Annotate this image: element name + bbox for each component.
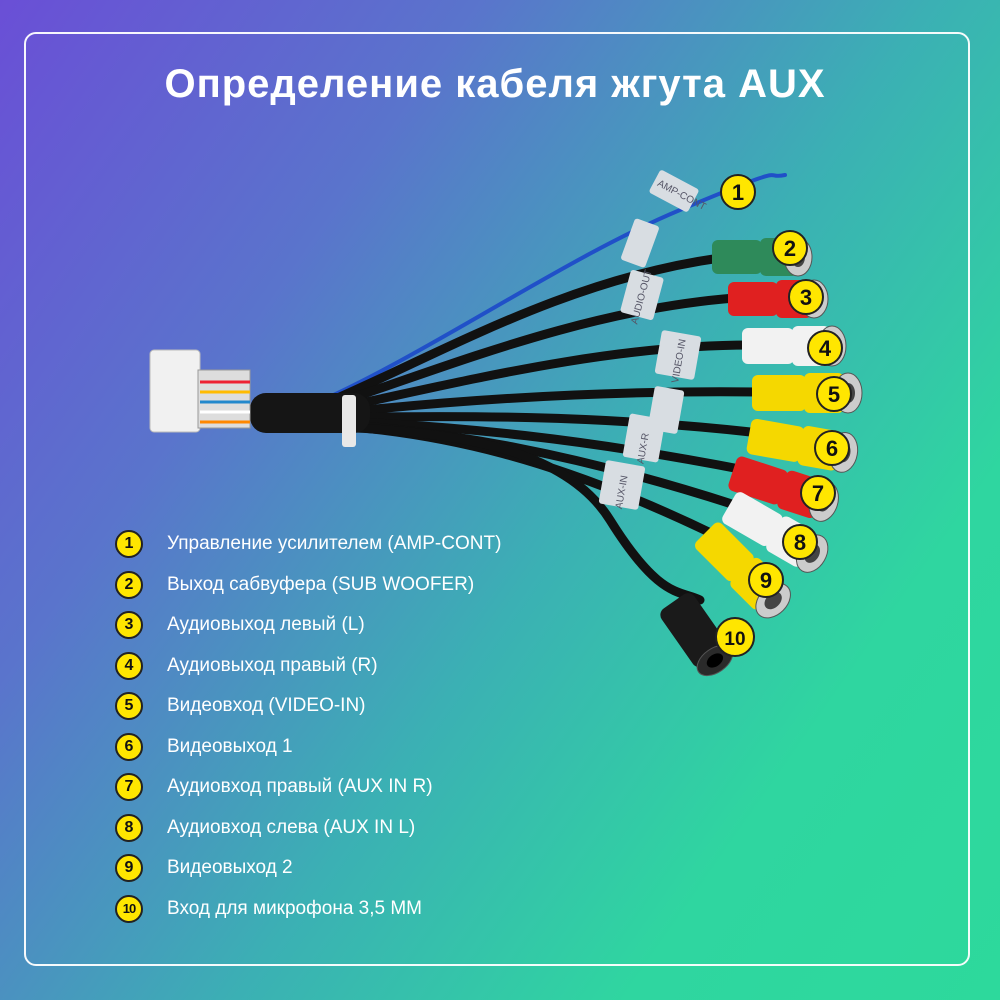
legend-badge: 9 bbox=[115, 854, 143, 883]
wire-10 bbox=[305, 421, 705, 605]
page-title: Определение кабеля жгута AUX bbox=[164, 62, 826, 106]
svg-text:1: 1 bbox=[732, 180, 744, 205]
legend-badge: 4 bbox=[115, 651, 143, 680]
callout-10: 10 bbox=[715, 617, 755, 657]
callout-2: 2 bbox=[772, 230, 808, 266]
callout-1: 1 bbox=[720, 174, 756, 210]
wire-2 bbox=[305, 253, 725, 415]
legend-text: Выход сабвуфера (SUB WOOFER) bbox=[167, 573, 475, 595]
legend-item: 1 Управление усилителем (AMP-CONT) bbox=[115, 524, 501, 565]
legend-badge: 7 bbox=[115, 773, 143, 802]
legend-text: Аудиовыход правый (R) bbox=[167, 654, 378, 676]
legend-item: 5 Видеовход (VIDEO-IN) bbox=[115, 686, 501, 727]
legend-item: 4 Аудиовыход правый (R) bbox=[115, 646, 501, 687]
callout-3: 3 bbox=[788, 279, 824, 315]
svg-text:8: 8 bbox=[794, 530, 806, 555]
legend-item: 10 Вход для микрофона 3,5 MM bbox=[115, 889, 501, 930]
legend-list: 1 Управление усилителем (AMP-CONT) 2 Вых… bbox=[115, 524, 501, 929]
legend-badge: 3 bbox=[115, 611, 143, 640]
wire-3 bbox=[305, 293, 740, 417]
legend-badge: 5 bbox=[115, 692, 143, 721]
legend-item: 9 Видеовыход 2 bbox=[115, 848, 501, 889]
legend-text: Видеовход (VIDEO-IN) bbox=[167, 695, 366, 717]
legend-item: 8 Аудиовход слева (AUX IN L) bbox=[115, 808, 501, 849]
legend-text: Аудиовход слева (AUX IN L) bbox=[167, 816, 416, 838]
legend-text: Управление усилителем (AMP-CONT) bbox=[167, 533, 502, 555]
legend-item: 6 Видеовыход 1 bbox=[115, 727, 501, 768]
legend-badge: 8 bbox=[115, 813, 143, 842]
cable-tie bbox=[342, 395, 356, 447]
callout-badges: 1 2 3 4 5 6 7 8 9 10 bbox=[715, 174, 852, 657]
wire-amp-cont bbox=[298, 173, 787, 412]
legend-text: Видеовыход 1 bbox=[167, 735, 293, 757]
legend-item: 2 Выход сабвуфера (SUB WOOFER) bbox=[115, 565, 501, 606]
svg-text:10: 10 bbox=[724, 629, 745, 650]
callout-4: 4 bbox=[807, 330, 843, 366]
svg-text:3: 3 bbox=[800, 285, 812, 310]
legend-text: Вход для микрофона 3,5 MM bbox=[167, 897, 423, 919]
svg-text:2: 2 bbox=[784, 236, 796, 261]
svg-text:AUX-R: AUX-R bbox=[636, 432, 652, 465]
legend-text: Аудиовход правый (AUX IN R) bbox=[167, 776, 433, 798]
svg-text:6: 6 bbox=[826, 436, 838, 461]
legend-text: Аудиовыход левый (L) bbox=[167, 614, 365, 636]
content-frame bbox=[24, 32, 970, 966]
cable-bundle bbox=[250, 393, 370, 433]
svg-text:9: 9 bbox=[760, 568, 772, 593]
legend-badge: 6 bbox=[115, 732, 143, 761]
callout-8: 8 bbox=[782, 524, 818, 560]
harness-connector bbox=[149, 349, 251, 433]
legend-item: 3 Аудиовыход левый (L) bbox=[115, 605, 501, 646]
svg-text:5: 5 bbox=[828, 382, 840, 407]
callout-9: 9 bbox=[748, 562, 784, 598]
legend-badge: 2 bbox=[115, 570, 143, 599]
svg-text:7: 7 bbox=[812, 481, 824, 506]
wire-tags: AMP-CONT AUDIO-OUT VIDEO-IN AUX-R AUX-IN bbox=[598, 170, 708, 510]
callout-5: 5 bbox=[816, 376, 852, 412]
legend-badge: 10 bbox=[115, 894, 143, 923]
legend-badge: 1 bbox=[115, 530, 143, 559]
legend-text: Видеовыход 2 bbox=[167, 857, 293, 879]
callout-6: 6 bbox=[814, 430, 850, 466]
callout-7: 7 bbox=[800, 475, 836, 511]
legend-item: 7 Аудиовход правый (AUX IN R) bbox=[115, 767, 501, 808]
wire-6 bbox=[305, 412, 765, 438]
svg-text:4: 4 bbox=[819, 336, 832, 361]
